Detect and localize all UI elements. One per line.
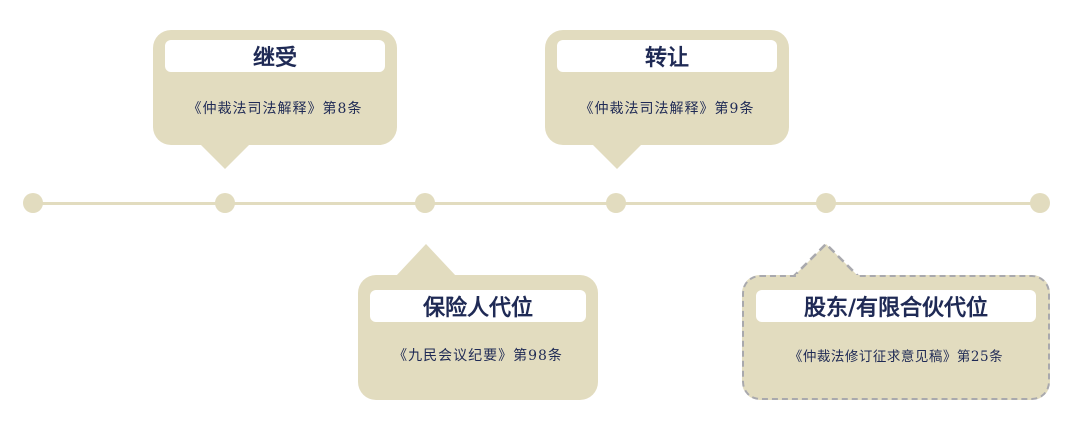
- callout-inheritance: 继受 《仲裁法司法解释》第8条: [153, 30, 397, 145]
- callout-reference: 《仲裁法司法解释》第8条: [187, 101, 363, 117]
- callout-insurer-subrogation: 保险人代位 《九民会议纪要》第98条: [358, 275, 598, 400]
- callout-title: 股东/有限合伙代位: [756, 290, 1036, 322]
- callout-pointer-transfer: [592, 144, 642, 169]
- timeline-node-2: [215, 193, 235, 213]
- callout-pointer-inheritance: [200, 144, 250, 169]
- callout-title: 保险人代位: [370, 290, 586, 322]
- callout-title: 转让: [557, 40, 777, 72]
- callout-pointer-insurer-subrogation: [396, 244, 456, 276]
- callout-reference: 《九民会议纪要》第98条: [393, 348, 563, 364]
- callout-reference: 《仲裁法司法解释》第9条: [579, 101, 755, 117]
- timeline-node-5: [816, 193, 836, 213]
- callout-title: 继受: [165, 40, 385, 72]
- callout-transfer: 转让 《仲裁法司法解释》第9条: [545, 30, 789, 145]
- timeline-line: [33, 202, 1040, 205]
- timeline-node-1: [23, 193, 43, 213]
- callout-shareholder-subrogation: 股东/有限合伙代位 《仲裁法修订征求意见稿》第25条: [742, 275, 1050, 400]
- timeline-node-6: [1030, 193, 1050, 213]
- timeline-node-4: [606, 193, 626, 213]
- timeline-node-3: [415, 193, 435, 213]
- pointer-joint-cover: [796, 274, 856, 280]
- callout-reference: 《仲裁法修订征求意见稿》第25条: [788, 349, 1004, 365]
